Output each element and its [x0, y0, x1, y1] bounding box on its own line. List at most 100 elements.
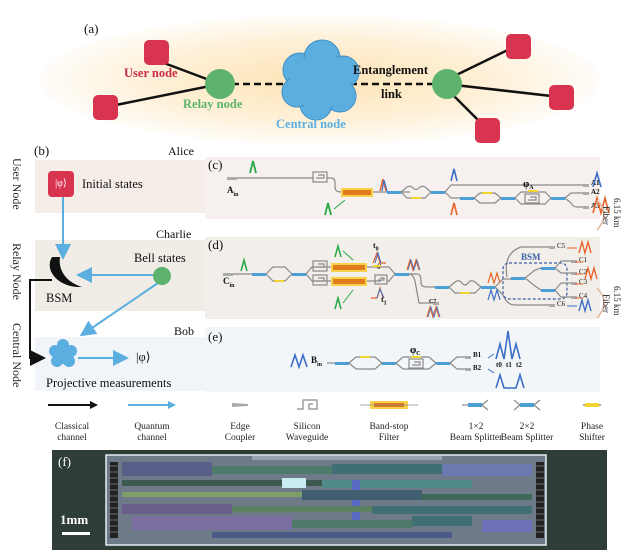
pump-pulse-icon — [249, 160, 257, 174]
user-node — [506, 34, 531, 59]
fiber-arc — [596, 200, 605, 231]
edge-coupler-icon — [232, 403, 248, 407]
idler-pair-pulse — [487, 287, 501, 303]
panel-d-label: (d) — [208, 237, 224, 252]
panel-c-label: (c) — [208, 157, 223, 172]
bond-pads-right — [536, 462, 544, 538]
chip-circuitry — [122, 456, 532, 538]
input-pulse-pair — [290, 352, 308, 370]
t0-sub: 0 — [375, 246, 379, 253]
bsm-label: BSM — [46, 291, 73, 305]
side-label-relay-node: Relay Node — [10, 243, 24, 300]
circuit-c: φA — [227, 160, 589, 216]
circuit-e: φC — [290, 330, 525, 389]
network-diagram: User node Relay node Central node Entang… — [93, 34, 574, 143]
phase-shifter-icon — [583, 403, 601, 407]
t1-text: t — [381, 295, 384, 304]
entanglement-label: Entanglement — [353, 63, 429, 77]
a3-pulse — [592, 194, 610, 217]
panel-f-chip-photo: (f) — [52, 450, 607, 550]
input-b-sub: in — [317, 361, 323, 368]
panel-c-output-pulses — [592, 170, 610, 217]
c7-pulse — [426, 304, 440, 319]
fiber-connectors — [596, 200, 605, 319]
legend-line2: Shifter — [579, 433, 605, 443]
scale-bar-label: 1mm — [60, 512, 89, 527]
time-bin-t1: t1 — [506, 361, 512, 369]
initial-state-ket: |φ⟩ — [55, 178, 67, 189]
fiber-label-top: 6.15 km — [612, 198, 622, 228]
t1-label: t1 — [381, 295, 387, 307]
input-a-sub: in — [233, 191, 239, 198]
legend-line2: Waveguide — [285, 433, 329, 443]
photon-pair-pulse — [379, 178, 387, 192]
relay-node-label: Relay node — [183, 97, 243, 111]
output-port-c5: C5 — [557, 242, 566, 250]
classical-channel-icon — [48, 401, 98, 409]
panel-b-flow — [29, 197, 171, 367]
quantum-channel-arrow — [79, 282, 159, 337]
classical-channel-arrow — [29, 279, 52, 366]
side-label-user-node: User Node — [10, 158, 24, 210]
input-a-text: A — [227, 185, 234, 195]
fiber-text-top: Fiber — [601, 206, 611, 225]
fiber-arc — [596, 287, 605, 319]
user-node — [475, 118, 500, 143]
silicon-waveguide-icon — [297, 399, 318, 410]
silicon-waveguide-icon — [312, 274, 328, 286]
bsm-detector-icon — [49, 257, 82, 288]
legend-line1: Quantum — [134, 422, 170, 432]
bell-states-label: Bell states — [134, 251, 186, 265]
band-stop-filter-icon — [360, 401, 418, 409]
t0-text: t — [373, 241, 376, 250]
fiber-text-bottom: Fiber — [601, 294, 611, 313]
party-alice: Alice — [168, 144, 194, 158]
fiber-length-bottom: 6.15 km — [612, 286, 622, 316]
time-bin-t0: t0 — [496, 361, 502, 369]
link-label: link — [381, 87, 402, 101]
panel-b-label: (b) — [34, 143, 50, 158]
output-port-c6: C6 — [557, 300, 566, 308]
central-node-icon — [49, 339, 77, 367]
phase-c-label: φC — [410, 345, 421, 357]
legend-line1: Band-stop — [369, 422, 409, 432]
panel-c: (c) Ain φA A1 A2 A3 — [205, 157, 600, 219]
legend-line2: channel — [137, 433, 167, 443]
output-ket: |φ⟩ — [136, 350, 151, 364]
output-port-b1: B1 — [473, 351, 482, 359]
legend-line1: Edge — [230, 422, 250, 432]
input-port-c: Cin — [223, 276, 235, 289]
splitter-waveguide — [387, 191, 401, 194]
legend-line2: Filter — [378, 433, 400, 443]
bsm-region — [502, 262, 568, 300]
b2-interference-pulses — [495, 372, 525, 389]
legend-line2: Beam Splitter — [449, 433, 503, 443]
user-node — [549, 85, 574, 110]
fiber-word-bottom: Fiber — [601, 294, 611, 313]
pump-rejected-pulse — [324, 202, 332, 216]
panel-a: (a) — [0, 0, 639, 145]
silicon-waveguide-icon — [312, 260, 328, 272]
initial-states-label: Initial states — [82, 177, 143, 191]
legend-line1: Phase — [580, 422, 604, 432]
legend-line1: Silicon — [293, 422, 321, 432]
quantum-channel-icon — [128, 401, 176, 409]
user-node — [144, 40, 169, 65]
relay-node — [432, 69, 462, 99]
panel-e-label: (e) — [208, 329, 223, 344]
phase-a-label: φA — [523, 179, 534, 191]
a1-pulse — [592, 170, 602, 188]
c7-label: C7 — [429, 299, 437, 305]
projective-measurements-label: Projective measurements — [46, 376, 172, 390]
legend-line1: 1×2 — [468, 422, 484, 432]
input-c-text: C — [223, 276, 230, 286]
user-link — [445, 82, 561, 99]
silicon-waveguide-icon — [312, 171, 328, 183]
legend-line1: 2×2 — [519, 422, 535, 432]
output-port-b2: B2 — [473, 364, 482, 372]
